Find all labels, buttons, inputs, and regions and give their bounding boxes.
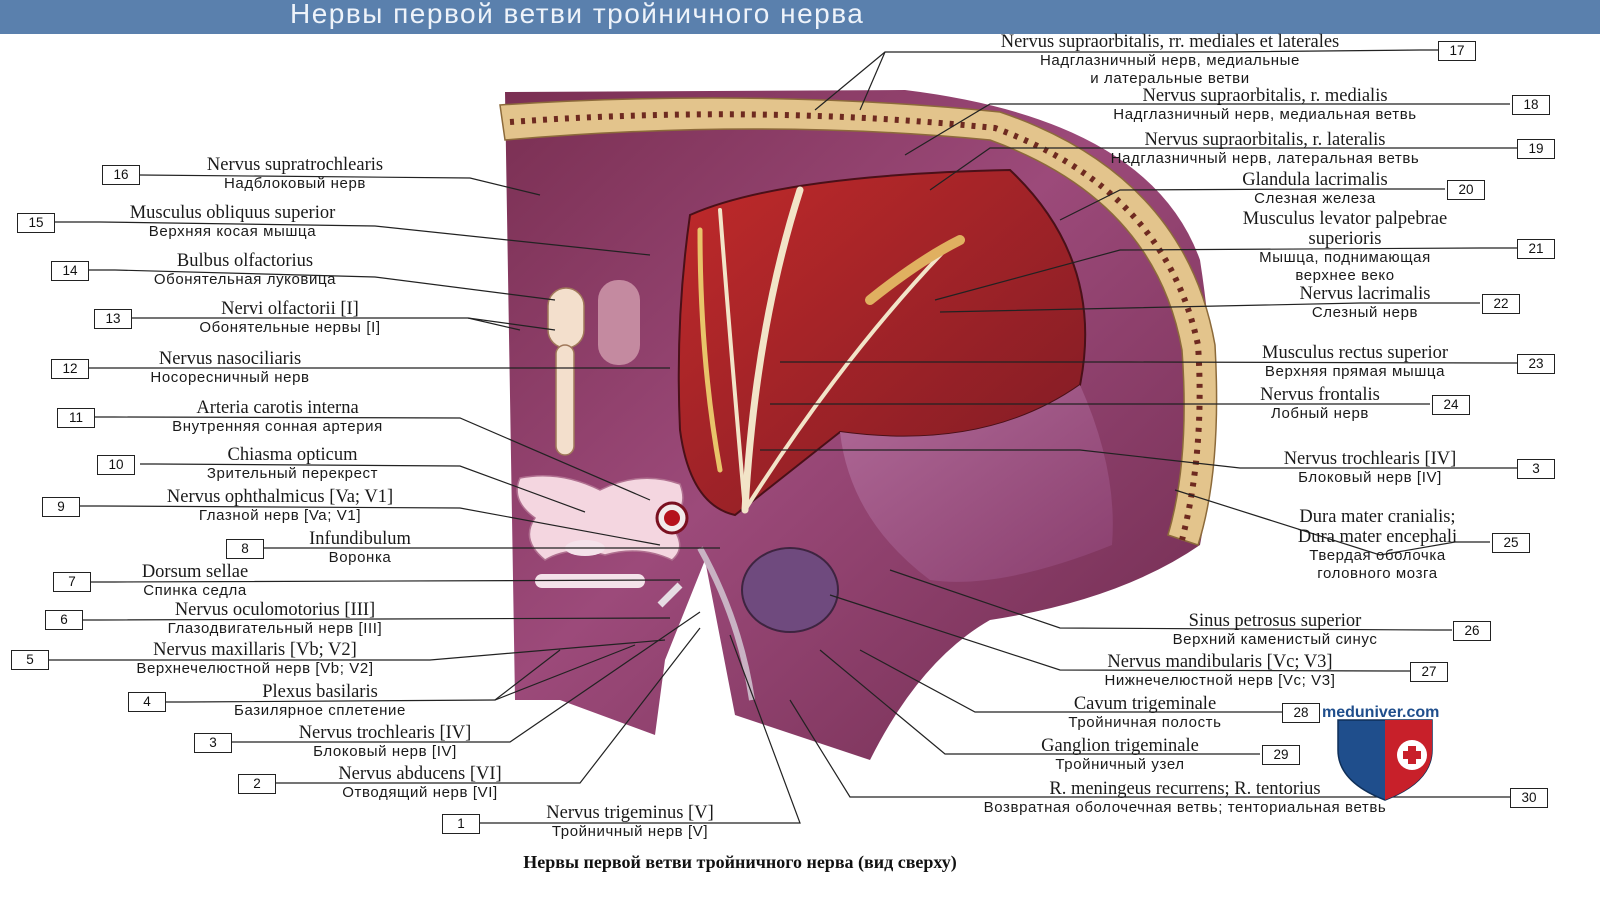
- label-20: Glandula lacrimalis Слезная железа: [1242, 170, 1388, 207]
- label-17: Nervus supraorbitalis, rr. mediales et l…: [1000, 32, 1340, 87]
- leader-lines: [48, 49, 1520, 824]
- label-5-number: 5: [11, 650, 49, 670]
- label-18: Nervus supraorbitalis, r. medialis Надгл…: [1113, 86, 1417, 123]
- label-7-number: 7: [53, 572, 91, 592]
- label-21-number: 21: [1517, 239, 1555, 259]
- label-24-number: 24: [1432, 395, 1470, 415]
- label-25-number: 25: [1492, 533, 1530, 553]
- shield-logo: [1337, 719, 1433, 801]
- title-bar: Нервы первой ветви тройничного нерва: [0, 0, 1600, 34]
- label-22: Nervus lacrimalis Слезный нерв: [1299, 284, 1431, 321]
- label-3-right: Nervus trochlearis [IV] Блоковый нерв [I…: [1283, 449, 1457, 486]
- label-21: Musculus levator palpebrae superioris Мы…: [1242, 209, 1448, 284]
- label-4-number: 4: [128, 692, 166, 712]
- label-8: Infundibulum Воронка: [309, 529, 411, 566]
- label-1-number: 1: [442, 814, 480, 834]
- label-8-number: 8: [226, 539, 264, 559]
- trigeminal-ganglion: [657, 546, 839, 701]
- label-3-left: Nervus trochlearis [IV] Блоковый нерв [I…: [298, 723, 472, 760]
- label-28-number: 28: [1282, 703, 1320, 723]
- label-16: Nervus supratrochlearis Надблоковый нерв: [206, 155, 384, 192]
- label-25: Dura mater cranialis; Dura mater encepha…: [1297, 507, 1458, 582]
- label-19: Nervus supraorbitalis, r. lateralis Надг…: [1110, 130, 1420, 167]
- label-16-number: 16: [102, 165, 140, 185]
- label-5: Nervus maxillaris [Vb; V2] Верхнечелюстн…: [136, 640, 374, 677]
- label-2-number: 2: [238, 774, 276, 794]
- label-27-number: 27: [1410, 662, 1448, 682]
- orbit-nerves: [697, 186, 965, 514]
- label-18-number: 18: [1512, 95, 1550, 115]
- label-6-number: 6: [45, 610, 83, 630]
- site-watermark: meduniver.com: [1322, 704, 1440, 721]
- label-7: Dorsum sellae Спинка седла: [141, 562, 249, 599]
- label-9: Nervus ophthalmicus [Va; V1] Глазной нер…: [166, 487, 394, 524]
- label-30-number: 30: [1510, 788, 1548, 808]
- label-23-number: 23: [1517, 354, 1555, 374]
- label-20-number: 20: [1447, 180, 1485, 200]
- label-11: Arteria carotis interna Внутренняя сонна…: [172, 398, 383, 435]
- label-12: Nervus nasociliaris Носоресничный нерв: [150, 349, 310, 386]
- label-17-number: 17: [1438, 41, 1476, 61]
- label-13-number: 13: [94, 309, 132, 329]
- page-title: Нервы первой ветви тройничного нерва: [290, 0, 865, 29]
- label-29-number: 29: [1262, 745, 1300, 765]
- label-30: R. meningeus recurrens; R. tentorius Воз…: [983, 779, 1387, 816]
- label-24: Nervus frontalis Лобный нерв: [1260, 385, 1380, 422]
- label-11-number: 11: [57, 408, 95, 428]
- label-26: Sinus petrosus superior Верхний каменист…: [1172, 611, 1378, 648]
- label-6: Nervus oculomotorius [III] Глазодвигател…: [167, 600, 383, 637]
- label-23: Musculus rectus superior Верхняя прямая …: [1262, 343, 1448, 380]
- label-28: Cavum trigeminale Тройничная полость: [1068, 694, 1222, 731]
- label-15-number: 15: [17, 213, 55, 233]
- label-12-number: 12: [51, 359, 89, 379]
- label-13: Nervi olfactorii [I] Обонятельные нервы …: [199, 299, 381, 336]
- label-3-left-number: 3: [194, 733, 232, 753]
- label-9-number: 9: [42, 497, 80, 517]
- label-27: Nervus mandibularis [Vc; V3] Нижнечелюст…: [1104, 652, 1336, 689]
- label-14: Bulbus olfactorius Обонятельная луковица: [153, 251, 337, 288]
- label-1: Nervus trigeminus [V] Тройничный нерв [V…: [546, 803, 714, 840]
- label-22-number: 22: [1482, 294, 1520, 314]
- label-3-right-number: 3: [1517, 459, 1555, 479]
- label-29: Ganglion trigeminale Тройничный узел: [1041, 736, 1199, 773]
- label-19-number: 19: [1517, 139, 1555, 159]
- label-2: Nervus abducens [VI] Отводящий нерв [VI]: [338, 764, 502, 801]
- label-4: Plexus basilaris Базилярное сплетение: [234, 682, 406, 719]
- label-14-number: 14: [51, 261, 89, 281]
- label-15: Musculus obliquus superior Верхняя косая…: [129, 203, 336, 240]
- label-10-number: 10: [97, 455, 135, 475]
- label-10: Chiasma opticum Зрительный перекрест: [206, 445, 379, 482]
- figure-caption: Нервы первой ветви тройничного нерва (ви…: [523, 852, 957, 872]
- label-26-number: 26: [1453, 621, 1491, 641]
